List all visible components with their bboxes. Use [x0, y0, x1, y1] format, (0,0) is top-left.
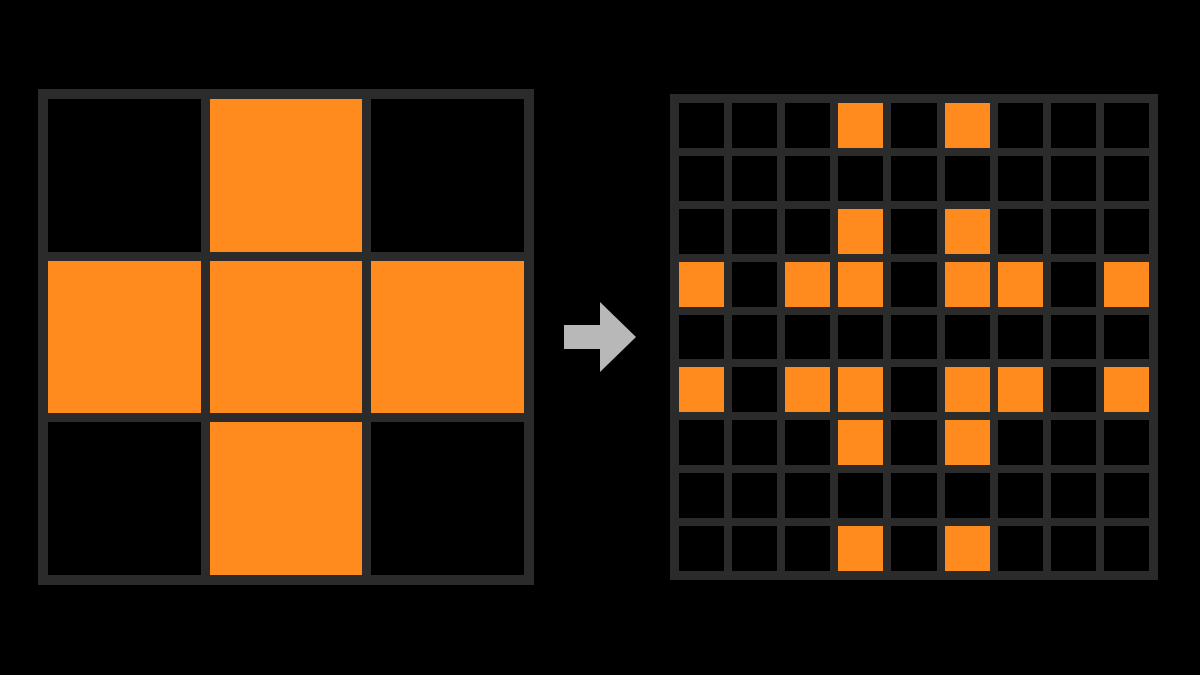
- right-arrow-icon: [564, 302, 636, 372]
- output-cell-r2-c0-empty: [679, 208, 725, 254]
- output-cell-r0-c0-empty: [679, 103, 725, 148]
- output-cell-r4-c6-empty: [997, 314, 1043, 360]
- output-cell-r5-c4-empty: [891, 367, 937, 413]
- output-cell-r8-c3-filled: [838, 526, 884, 571]
- output-cell-r5-c0-filled: [679, 367, 725, 413]
- output-cell-r1-c6-empty: [997, 155, 1043, 201]
- input-cell-r0-c2-empty: [371, 99, 524, 252]
- output-grid: [670, 94, 1158, 580]
- output-cell-r6-c3-filled: [838, 420, 884, 466]
- input-cell-r0-c0-empty: [48, 99, 201, 252]
- output-cell-r7-c7-empty: [1050, 473, 1096, 519]
- output-cell-r2-c7-empty: [1050, 208, 1096, 254]
- output-cell-r7-c6-empty: [997, 473, 1043, 519]
- output-cell-r7-c5-empty: [944, 473, 990, 519]
- output-cell-r8-c0-empty: [679, 526, 725, 571]
- output-cell-r7-c2-empty: [785, 473, 831, 519]
- output-cell-r5-c1-empty: [732, 367, 778, 413]
- input-cell-r1-c2-filled: [371, 260, 524, 414]
- output-cell-r2-c2-empty: [785, 208, 831, 254]
- output-cell-r7-c0-empty: [679, 473, 725, 519]
- output-cell-r0-c4-empty: [891, 103, 937, 148]
- output-cell-r5-c8-filled: [1103, 367, 1149, 413]
- output-cell-r4-c5-empty: [944, 314, 990, 360]
- output-cell-r3-c4-empty: [891, 261, 937, 307]
- output-cell-r3-c7-empty: [1050, 261, 1096, 307]
- output-cell-r1-c2-empty: [785, 155, 831, 201]
- output-cell-r4-c7-empty: [1050, 314, 1096, 360]
- output-cell-r5-c2-filled: [785, 367, 831, 413]
- output-cell-r2-c8-empty: [1103, 208, 1149, 254]
- output-cell-r7-c3-empty: [838, 473, 884, 519]
- input-cell-r2-c1-filled: [209, 422, 363, 575]
- output-cell-r5-c6-filled: [997, 367, 1043, 413]
- output-cell-r1-c0-empty: [679, 155, 725, 201]
- output-cell-r5-c5-filled: [944, 367, 990, 413]
- output-cell-r2-c5-filled: [944, 208, 990, 254]
- output-cell-r8-c5-filled: [944, 526, 990, 571]
- output-cell-r1-c1-empty: [732, 155, 778, 201]
- output-cell-r6-c6-empty: [997, 420, 1043, 466]
- output-cell-r5-c7-empty: [1050, 367, 1096, 413]
- output-cell-r0-c8-empty: [1103, 103, 1149, 148]
- output-cell-r6-c7-empty: [1050, 420, 1096, 466]
- output-cell-r0-c7-empty: [1050, 103, 1096, 148]
- output-cell-r4-c4-empty: [891, 314, 937, 360]
- output-cell-r5-c3-filled: [838, 367, 884, 413]
- output-cell-r2-c1-empty: [732, 208, 778, 254]
- output-cell-r8-c2-empty: [785, 526, 831, 571]
- input-cell-r0-c1-filled: [209, 99, 363, 252]
- input-grid: [38, 89, 534, 585]
- input-cell-r1-c1-filled: [209, 260, 363, 414]
- output-cell-r0-c1-empty: [732, 103, 778, 148]
- output-cell-r7-c8-empty: [1103, 473, 1149, 519]
- output-cell-r0-c5-filled: [944, 103, 990, 148]
- right-arrow-shape: [564, 302, 636, 372]
- output-cell-r6-c8-empty: [1103, 420, 1149, 466]
- input-cell-r2-c0-empty: [48, 422, 201, 575]
- output-cell-r3-c5-filled: [944, 261, 990, 307]
- output-cell-r2-c4-empty: [891, 208, 937, 254]
- output-cell-r4-c1-empty: [732, 314, 778, 360]
- output-cell-r8-c1-empty: [732, 526, 778, 571]
- output-cell-r7-c4-empty: [891, 473, 937, 519]
- input-cell-r2-c2-empty: [371, 422, 524, 575]
- output-cell-r8-c7-empty: [1050, 526, 1096, 571]
- output-cell-r6-c4-empty: [891, 420, 937, 466]
- output-cell-r3-c6-filled: [997, 261, 1043, 307]
- output-cell-r4-c0-empty: [679, 314, 725, 360]
- output-cell-r1-c8-empty: [1103, 155, 1149, 201]
- output-cell-r2-c3-filled: [838, 208, 884, 254]
- input-cell-r1-c0-filled: [48, 260, 201, 414]
- output-cell-r1-c3-empty: [838, 155, 884, 201]
- output-cell-r0-c2-empty: [785, 103, 831, 148]
- output-cell-r1-c5-empty: [944, 155, 990, 201]
- output-cell-r3-c3-filled: [838, 261, 884, 307]
- output-cell-r4-c8-empty: [1103, 314, 1149, 360]
- output-cell-r6-c5-filled: [944, 420, 990, 466]
- output-cell-r0-c3-filled: [838, 103, 884, 148]
- output-cell-r2-c6-empty: [997, 208, 1043, 254]
- output-cell-r6-c2-empty: [785, 420, 831, 466]
- output-cell-r1-c7-empty: [1050, 155, 1096, 201]
- output-cell-r6-c0-empty: [679, 420, 725, 466]
- output-cell-r4-c3-empty: [838, 314, 884, 360]
- output-cell-r3-c8-filled: [1103, 261, 1149, 307]
- output-cell-r3-c0-filled: [679, 261, 725, 307]
- output-cell-r3-c1-empty: [732, 261, 778, 307]
- output-cell-r7-c1-empty: [732, 473, 778, 519]
- output-cell-r8-c4-empty: [891, 526, 937, 571]
- output-cell-r8-c8-empty: [1103, 526, 1149, 571]
- output-cell-r4-c2-empty: [785, 314, 831, 360]
- output-cell-r0-c6-empty: [997, 103, 1043, 148]
- output-cell-r1-c4-empty: [891, 155, 937, 201]
- output-cell-r3-c2-filled: [785, 261, 831, 307]
- output-cell-r8-c6-empty: [997, 526, 1043, 571]
- output-cell-r6-c1-empty: [732, 420, 778, 466]
